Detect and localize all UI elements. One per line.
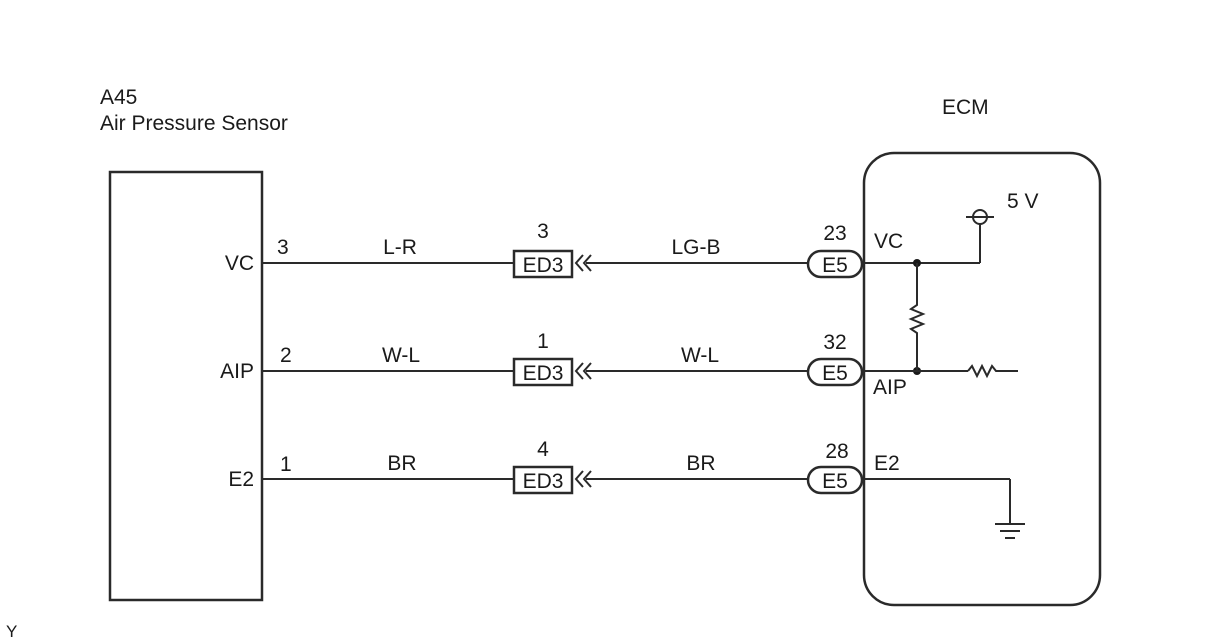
junction-connector-label: ED3	[523, 254, 564, 277]
wire-color-label: BR	[686, 452, 715, 475]
sensor-box	[108, 170, 264, 602]
sensor-pin-label: AIP	[220, 360, 254, 383]
ecm-pin-label: VC	[874, 230, 903, 253]
ecm-pin-number: 32	[823, 331, 846, 354]
sensor-pin-label: VC	[225, 252, 254, 275]
junction-connector-label: ED3	[523, 362, 564, 385]
sensor-pin-number: 1	[280, 453, 292, 476]
sensor-pin-number: 3	[277, 236, 289, 259]
resistor-icon	[908, 263, 926, 371]
circuit-aip: AIP 2 W-L 1 ED3 W-L 32 E5 AIP	[220, 330, 907, 399]
ecm-pin-label: AIP	[873, 376, 907, 399]
ecm-pin-number: 23	[823, 222, 846, 245]
footer-code: Y	[6, 622, 17, 641]
ground-icon	[995, 523, 1025, 539]
resistor-icon	[967, 363, 1018, 379]
sensor-name: Air Pressure Sensor	[100, 112, 288, 135]
junction-connector	[512, 249, 574, 279]
ecm-connector-label: E5	[822, 362, 848, 385]
ecm-connector-label: E5	[822, 254, 848, 277]
junction-pin-number: 3	[537, 220, 549, 243]
connector-chevron-icon	[574, 470, 592, 488]
ecm-internal-circuit: 5 V	[862, 190, 1039, 539]
junction-pin-number: 1	[537, 330, 549, 353]
wire-color-label: BR	[387, 452, 416, 475]
wire-color-label: LG-B	[671, 236, 720, 259]
ecm-name: ECM	[942, 96, 989, 119]
connector-chevron-icon	[574, 254, 592, 272]
circuit-vc: VC 3 L-R 3 ED3 LG-B 23 E5 VC	[225, 220, 903, 279]
sensor-pin-label: E2	[228, 468, 254, 491]
wire-color-label: W-L	[681, 344, 719, 367]
junction-connector	[512, 357, 574, 387]
junction-connector-label: ED3	[523, 470, 564, 493]
wire-color-label: L-R	[383, 236, 417, 259]
junction-pin-number: 4	[537, 438, 549, 461]
connector-chevron-icon	[574, 362, 592, 380]
sensor-pin-number: 2	[280, 344, 292, 367]
wire-color-label: W-L	[382, 344, 420, 367]
ecm-pin-number: 28	[825, 440, 848, 463]
ecm-connector-label: E5	[822, 470, 848, 493]
circuit-e2: E2 1 BR 4 ED3 BR 28 E5 E2	[228, 438, 900, 495]
supply-voltage: 5 V	[1007, 190, 1039, 213]
sensor-code: A45	[100, 86, 137, 109]
ecm-box	[862, 151, 1102, 607]
junction-connector	[512, 465, 574, 495]
ecm-pin-label: E2	[874, 452, 900, 475]
